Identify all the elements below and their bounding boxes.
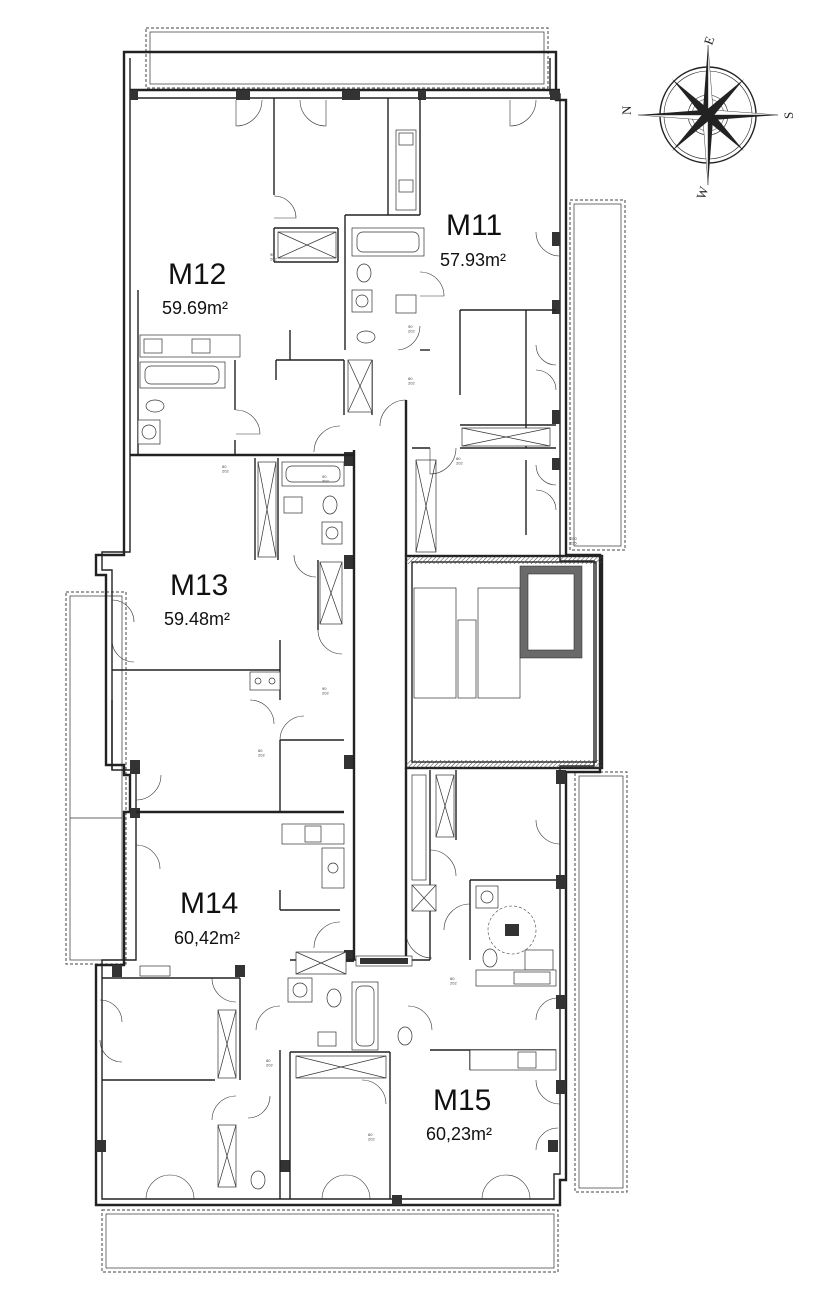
bathtub-m11	[351, 227, 425, 257]
apartment-area: 60,42m²	[174, 928, 240, 948]
compass-north: N	[619, 105, 634, 115]
toilet-m13	[322, 495, 338, 515]
apartment-label-m13: M13 59.48m²	[164, 569, 230, 629]
apartment-id: M15	[433, 1084, 491, 1117]
compass-rose: N E S W	[619, 34, 796, 201]
apartment-label-m15: M15 60,23m²	[426, 1084, 492, 1144]
elevator	[519, 565, 583, 659]
apartment-id: M12	[168, 258, 226, 291]
stair-flights	[413, 587, 521, 699]
balcony-right-top	[569, 199, 626, 551]
apartment-area: 60,23m²	[426, 1124, 492, 1144]
toilet-m11	[356, 263, 372, 283]
apartment-area: 57.93m²	[440, 250, 506, 270]
toilet-m12	[145, 399, 165, 413]
bathtub-m13	[281, 461, 345, 487]
washer-m12	[137, 419, 161, 445]
balcony-bottom	[101, 1209, 559, 1273]
compass-south: S	[781, 112, 796, 119]
kitchen-counter-m15	[475, 969, 557, 987]
apartment-id: M11	[446, 209, 502, 242]
fixtures	[137, 129, 557, 1190]
apartment-id: M13	[170, 569, 228, 602]
apartment-area: 59.48m²	[164, 609, 230, 629]
interior-walls	[102, 98, 556, 1199]
kitchen-counter-m12	[139, 334, 241, 358]
balcony-right-bottom	[574, 771, 628, 1193]
cooktop-m13	[249, 671, 281, 691]
apartment-label-m11: M11 57.93m²	[440, 209, 506, 270]
structural-columns	[96, 90, 566, 1205]
toilet-m15	[482, 948, 498, 968]
compass-needles	[637, 44, 779, 186]
apartment-id: M14	[180, 887, 238, 920]
kitchen-counter-m14	[281, 823, 345, 845]
compass-east: E	[701, 34, 718, 47]
balcony-left	[65, 591, 127, 965]
apartment-label-m14: M14 60,42m²	[174, 887, 240, 948]
kitchen-counter-m11	[395, 129, 417, 211]
doors	[99, 99, 561, 1200]
toilet-m14	[326, 988, 342, 1008]
balcony-top	[145, 27, 549, 89]
stair-core	[404, 554, 604, 770]
apartment-area: 59.69m²	[162, 298, 228, 318]
corridor-walls	[343, 360, 408, 960]
apartment-label-m12: M12 59.69m²	[162, 258, 228, 318]
compass-west: W	[693, 184, 712, 201]
